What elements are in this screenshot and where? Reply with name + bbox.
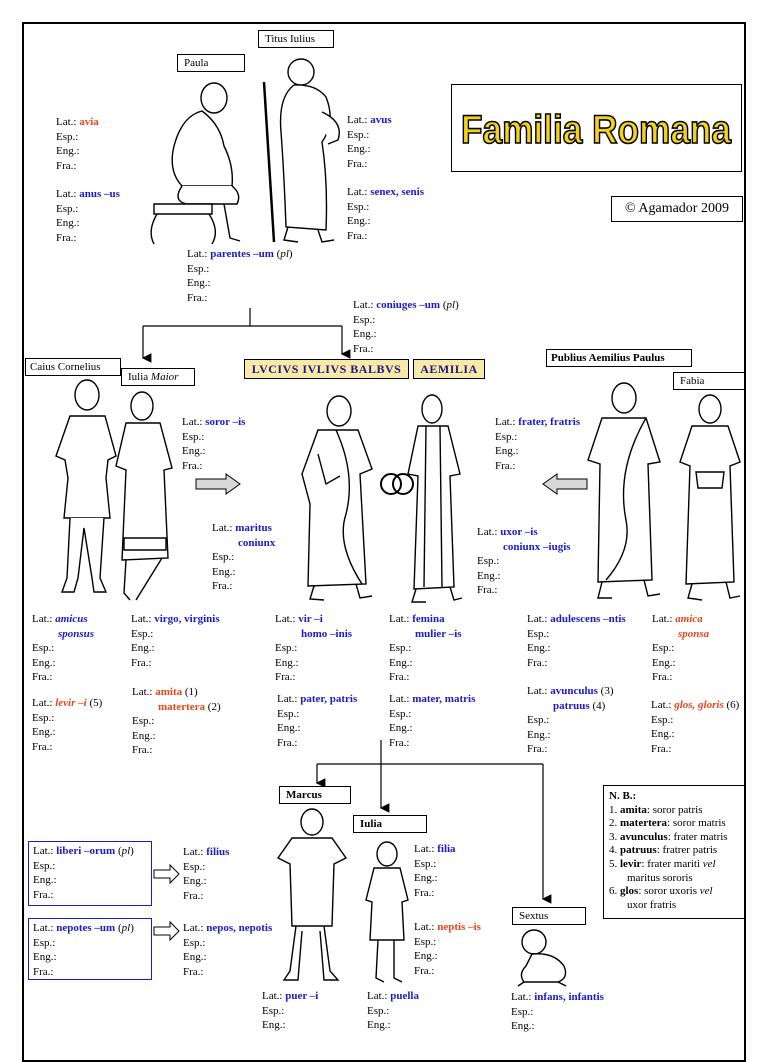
vocab-avus: Lat.: avus Esp.:Eng.:Fra.:: [347, 114, 392, 170]
name-marcus: Marcus: [279, 786, 351, 804]
vocab-vir: Lat.: vir –i homo –inis Esp.:Eng.:Fra.:: [275, 613, 353, 684]
vocab-filius: Lat.: filius Esp.:Eng.:Fra.:: [183, 846, 230, 902]
nb-item: 1. amita: soror patris: [609, 803, 703, 816]
iulia-figure: [365, 841, 409, 983]
titus-figure: [262, 58, 340, 243]
nb-item-cont: uxor fratris: [627, 898, 677, 911]
nb-item: 6. glos: soror uxoris vel: [609, 885, 713, 898]
vocab-virgo: Lat.: virgo, virginis Esp.:Eng.:Fra.:: [131, 613, 220, 669]
vocab-glos: Lat.: glos, gloris (6) Esp.:Eng.:Fra.:: [651, 699, 740, 755]
name-paula: Paula: [177, 54, 245, 72]
aemilia-figure: [407, 394, 463, 603]
nb-item-cont: maritus sororis: [627, 871, 693, 884]
marcus-figure: [276, 808, 348, 981]
name-iulia-maior: Iulia Maior: [121, 368, 195, 386]
vocab-soror: Lat.: soror –is Esp.:Eng.:Fra.:: [182, 416, 246, 472]
fabia-figure: [679, 394, 741, 601]
vocab-femina: Lat.: femina mulier –is Esp.:Eng.:Fra.:: [389, 613, 462, 684]
vocab-liberi: Lat.: liberi –orum (pl) Esp.:Eng.:Fra.:: [28, 841, 152, 906]
nb-item: 4. patruus: fratrer patris: [609, 844, 718, 857]
copyright: © Agamador 2009: [611, 196, 743, 222]
nb-item: 5. levir: frater mariti vel: [609, 857, 716, 870]
title-box: Familia Romana: [451, 84, 742, 172]
name-aemilia: AEMILIA: [413, 359, 485, 379]
vocab-amita: Lat.: amita (1) matertera (2) Esp.:Eng.:…: [132, 686, 221, 757]
vocab-anus: Lat.: anus –us Esp.:Eng.:Fra.:: [56, 188, 120, 244]
lucius-figure: [301, 395, 373, 601]
paula-figure: [150, 82, 241, 245]
vocab-uxor: Lat.: uxor –is coniunx –iugis Esp.:Eng.:…: [477, 526, 571, 597]
vocab-infans: Lat.: infans, infantis Esp.:Eng.:: [511, 991, 604, 1033]
vocab-adulescens: Lat.: adulescens –ntis Esp.:Eng.:Fra.:: [527, 613, 626, 669]
name-fabia: Fabia: [673, 372, 745, 390]
name-caius: Caius Cornelius: [25, 358, 121, 376]
vocab-nepotes: Lat.: nepotes –um (pl) Esp.:Eng.:Fra.:: [28, 918, 152, 980]
vocab-maritus: Lat.: maritus coniunx Esp.:Eng.:Fra.:: [212, 522, 276, 593]
svg-text:Familia Romana: Familia Romana: [461, 108, 732, 152]
nb-title: N. B.:: [609, 790, 637, 802]
family-tree-connectors: [141, 308, 588, 942]
name-publius: Publius Aemilius Paulus: [546, 349, 692, 367]
name-iulia: Iulia: [353, 815, 427, 833]
vocab-avia: Lat.: avia Esp.:Eng.:Fra.:: [56, 116, 99, 172]
page-title: Familia Romana: [460, 107, 732, 153]
vocab-nepos: Lat.: nepos, nepotis Esp.:Eng.:Fra.:: [183, 922, 273, 978]
nb-item: 2. matertera: soror matris: [609, 817, 726, 830]
vocab-puer: Lat.: puer –i Esp.:Eng.:: [262, 990, 319, 1032]
vocab-neptis: Lat.: neptis –is Esp.:Eng.:Fra.:: [414, 921, 481, 977]
vocab-filia: Lat.: filia Esp.:Eng.:Fra.:: [414, 843, 456, 899]
vocab-frater: Lat.: frater, fratris Esp.:Eng.:Fra.:: [495, 416, 581, 472]
vocab-mater: Lat.: mater, matris Esp.:Eng.:Fra.:: [389, 693, 476, 749]
vocab-coniuges: Lat.: coniuges –um (pl) Esp.:Eng.:Fra.:: [353, 299, 459, 355]
vocab-parentes: Lat.: parentes –um (pl) Esp.:Eng.:Fra.:: [187, 248, 293, 304]
publius-figure: [587, 382, 661, 599]
vocab-levir: Lat.: levir –i (5) Esp.:Eng.:Fra.:: [32, 697, 103, 753]
vocab-pater: Lat.: pater, patris Esp.:Eng.:Fra.:: [277, 693, 358, 749]
nb-item: 3. avunculus: frater matris: [609, 830, 728, 843]
nota-bene-box: N. B.: 1. amita: soror patris 2. materte…: [603, 785, 746, 919]
name-sextus: Sextus: [512, 907, 586, 925]
name-titus: Titus Iulius: [258, 30, 334, 48]
vocab-senex: Lat.: senex, senis Esp.:Eng.:Fra.:: [347, 186, 424, 242]
vocab-amica: Lat.: amica sponsa Esp.:Eng.:Fra.:: [652, 613, 710, 684]
vocab-amicus: Lat.: amicus sponsus Esp.:Eng.:Fra.:: [32, 613, 95, 684]
vocab-avunculus: Lat.: avunculus (3) patruus (4) Esp.:Eng…: [527, 685, 614, 756]
caius-figure: [55, 379, 117, 593]
iulia-maior-figure: [115, 391, 173, 601]
sextus-figure: [517, 929, 567, 987]
name-lucius: LVCIVS IVLIVS BALBVS: [244, 359, 409, 379]
vocab-puella: Lat.: puella Esp.:Eng.:: [367, 990, 419, 1032]
